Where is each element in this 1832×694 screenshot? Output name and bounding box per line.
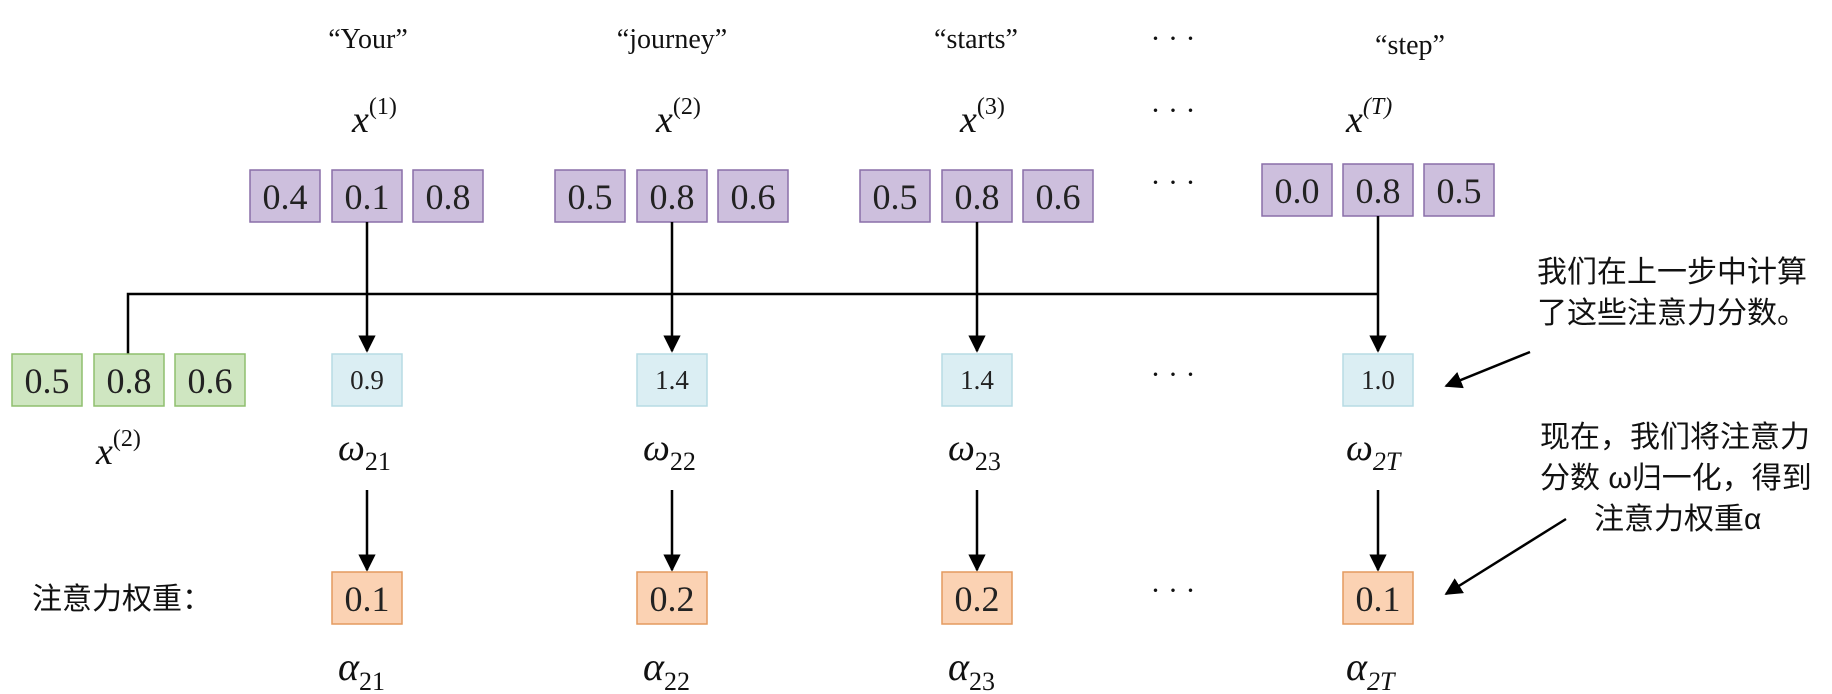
alpha-symbol: α22	[643, 644, 690, 694]
annotation-arrow	[1444, 517, 1567, 596]
token-word: “Your”	[328, 24, 408, 55]
query-cell	[93, 353, 165, 407]
vector-value: 0.5	[568, 177, 613, 217]
omega-symbol: ω23	[948, 427, 1001, 476]
vector-value: 0.1	[345, 177, 390, 217]
vector-cell	[331, 169, 403, 223]
normalize-annotation: 现在，我们将注意力 分数 ω归一化，得到 注意力权重α	[1444, 421, 1812, 596]
vector-value: 0.8	[426, 177, 471, 217]
ellipsis: · · ·	[1151, 166, 1196, 199]
vector-value: 0.8	[955, 177, 1000, 217]
annotation-line: 注意力权重α	[1594, 503, 1761, 536]
vector-value: 0.6	[731, 177, 776, 217]
token-column-your: “Your” x(1) 0.4 0.1 0.8 0.9 ω21 0.1 α21	[249, 24, 484, 694]
attention-weight-box	[1342, 571, 1414, 625]
query-cell	[11, 353, 83, 407]
vector-value: 0.4	[263, 177, 308, 217]
attention-score-box	[636, 353, 708, 407]
vector-value: 0.8	[1356, 171, 1401, 211]
annotation-line: 分数 ω归一化，得到	[1540, 462, 1812, 495]
vector-value: 0.6	[1036, 177, 1081, 217]
vector-value: 0.5	[1437, 171, 1482, 211]
alpha-symbol: α2T	[1346, 644, 1396, 694]
query-connector-line	[126, 292, 1378, 354]
attention-weight-box	[331, 571, 403, 625]
vector-cell	[1423, 163, 1495, 217]
token-column-starts: “starts” x(3) 0.5 0.8 0.6 1.4 ω23 0.2 α2…	[859, 24, 1094, 694]
attention-score-box	[331, 353, 403, 407]
query-value: 0.5	[25, 361, 70, 401]
ellipsis: · · ·	[1151, 22, 1196, 55]
attention-weight: 0.1	[345, 579, 390, 619]
query-symbol: x(2)	[95, 426, 141, 473]
input-vector: 0.5 0.8 0.6	[554, 169, 789, 223]
attention-score: 1.4	[960, 365, 994, 395]
omega-symbol: ω22	[643, 427, 696, 476]
ellipsis: · · ·	[1151, 574, 1196, 607]
input-symbol: x(T)	[1345, 94, 1392, 141]
ellipsis: · · ·	[1151, 358, 1196, 391]
query-vector-group: 0.5 0.8 0.6 x(2)	[11, 292, 1378, 473]
attention-score: 1.0	[1361, 365, 1395, 395]
input-vector: 0.0 0.8 0.5	[1261, 163, 1495, 217]
attention-weight: 0.2	[955, 579, 1000, 619]
omega-symbol: ω21	[338, 427, 391, 476]
token-word: “starts”	[934, 24, 1018, 55]
alpha-symbol: α21	[338, 644, 385, 694]
vector-value: 0.0	[1275, 171, 1320, 211]
input-vector: 0.5 0.8 0.6	[859, 169, 1094, 223]
vector-cell	[941, 169, 1013, 223]
ellipsis-column: · · · · · · · · · · · · · · ·	[1151, 22, 1196, 607]
token-column-step: “step” x(T) 0.0 0.8 0.5 1.0 ω2T 0.1 α2T	[1261, 30, 1495, 694]
vector-cell	[249, 169, 321, 223]
token-column-journey: “journey” x(2) 0.5 0.8 0.6 1.4 ω22 0.2 α…	[554, 24, 789, 694]
vector-cell	[1342, 163, 1414, 217]
query-cell	[174, 353, 246, 407]
query-value: 0.6	[188, 361, 233, 401]
vector-cell	[1022, 169, 1094, 223]
query-value: 0.8	[107, 361, 152, 401]
attention-score: 0.9	[350, 365, 384, 395]
scores-annotation: 我们在上一步中计算 了这些注意力分数。	[1444, 256, 1807, 389]
token-word: “step”	[1375, 30, 1445, 61]
vector-cell	[412, 169, 484, 223]
annotation-arrow	[1444, 350, 1531, 389]
vector-cell	[554, 169, 626, 223]
input-vector: 0.4 0.1 0.8	[249, 169, 484, 223]
vector-cell	[859, 169, 931, 223]
alpha-symbol: α23	[948, 644, 995, 694]
vector-cell	[1261, 163, 1333, 217]
annotation-line: 现在，我们将注意力	[1540, 421, 1810, 454]
input-symbol: x(1)	[351, 94, 397, 141]
omega-symbol: ω2T	[1346, 427, 1402, 476]
vector-value: 0.5	[873, 177, 918, 217]
attention-weight-box	[941, 571, 1013, 625]
annotation-line: 我们在上一步中计算	[1537, 256, 1807, 289]
ellipsis: · · ·	[1151, 94, 1196, 127]
attention-weight-box	[636, 571, 708, 625]
attention-score-box	[941, 353, 1013, 407]
vector-cell	[636, 169, 708, 223]
attention-weights-label: 注意力权重：	[32, 583, 212, 616]
attention-weight: 0.1	[1356, 579, 1401, 619]
vector-cell	[717, 169, 789, 223]
annotation-line: 了这些注意力分数。	[1537, 297, 1807, 330]
vector-value: 0.8	[650, 177, 695, 217]
attention-score-box	[1342, 353, 1414, 407]
attention-score: 1.4	[655, 365, 689, 395]
input-symbol: x(2)	[655, 94, 701, 141]
input-symbol: x(3)	[959, 94, 1005, 141]
token-word: “journey”	[617, 24, 727, 55]
attention-weight: 0.2	[650, 579, 695, 619]
